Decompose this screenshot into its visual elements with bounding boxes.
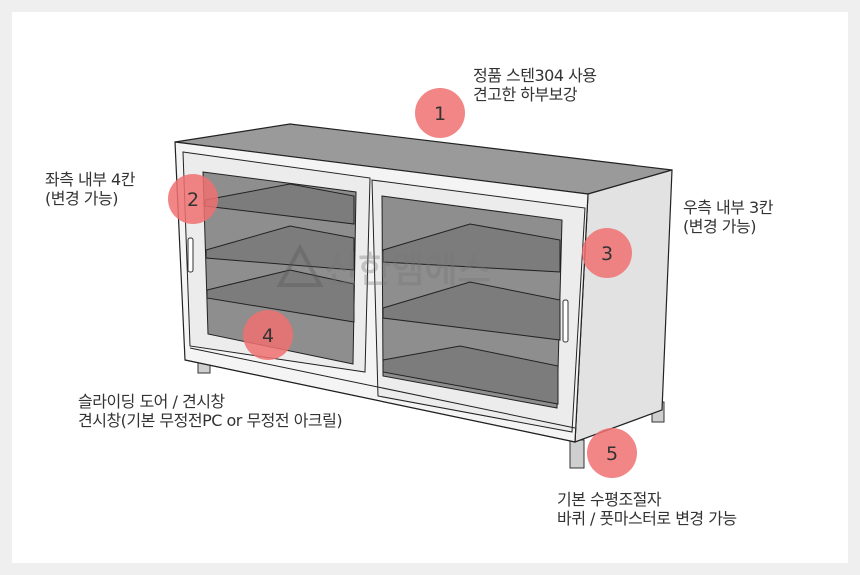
marker-1: 1: [415, 88, 465, 138]
marker-number: 5: [606, 443, 618, 465]
marker-circle: [168, 174, 218, 224]
left-shelves: [204, 183, 355, 323]
marker-2: 2: [168, 174, 218, 224]
label-4: 슬라이딩 도어 / 견시창 견시창(기본 무정전PC or 무정전 아크릴): [78, 392, 343, 430]
marker-number: 1: [434, 103, 446, 125]
label-3: 우측 내부 3칸 (변경 가능): [683, 198, 773, 236]
label-2-line-1: 좌측 내부 4칸: [45, 170, 135, 189]
marker-3: 3: [582, 228, 632, 278]
left-door-handle: [187, 237, 194, 273]
label-5-line-2: 바퀴 / 풋마스터로 변경 가능: [557, 509, 737, 528]
label-3-line-1: 우측 내부 3칸: [683, 198, 773, 217]
watermark-logo: 신한엠에스: [276, 243, 491, 291]
label-1: 정품 스텐304 사용 견고한 하부보강: [473, 66, 597, 104]
marker-number: 4: [262, 325, 274, 347]
label-1-line-2: 견고한 하부보강: [473, 85, 578, 104]
watermark-text: 신한엠에스: [325, 250, 491, 291]
label-5: 기본 수평조절자 바퀴 / 풋마스터로 변경 가능: [557, 490, 737, 528]
label-5-line-1: 기본 수평조절자: [557, 490, 662, 509]
label-1-line-1: 정품 스텐304 사용: [473, 66, 597, 85]
label-4-line-2: 견시창(기본 무정전PC or 무정전 아크릴): [78, 411, 343, 430]
bottom-rail: [184, 359, 576, 443]
marker-5: 5: [587, 428, 637, 478]
right-shelves: [382, 223, 561, 405]
label-4-line-1: 슬라이딩 도어 / 견시창: [78, 392, 225, 411]
marker-circle: [415, 88, 465, 138]
marker-4: 4: [243, 310, 293, 360]
label-2: 좌측 내부 4칸 (변경 가능): [45, 170, 135, 208]
marker-number: 3: [601, 243, 613, 265]
label-2-line-2: (변경 가능): [45, 189, 118, 208]
marker-number: 2: [187, 189, 199, 211]
marker-circle: [243, 310, 293, 360]
cabinet-side: [574, 169, 673, 443]
right-door-handle: [562, 299, 569, 343]
marker-circle: [587, 428, 637, 478]
bottom-rail-inner: [189, 347, 576, 429]
label-3-line-2: (변경 가능): [683, 217, 756, 236]
marker-circle: [582, 228, 632, 278]
